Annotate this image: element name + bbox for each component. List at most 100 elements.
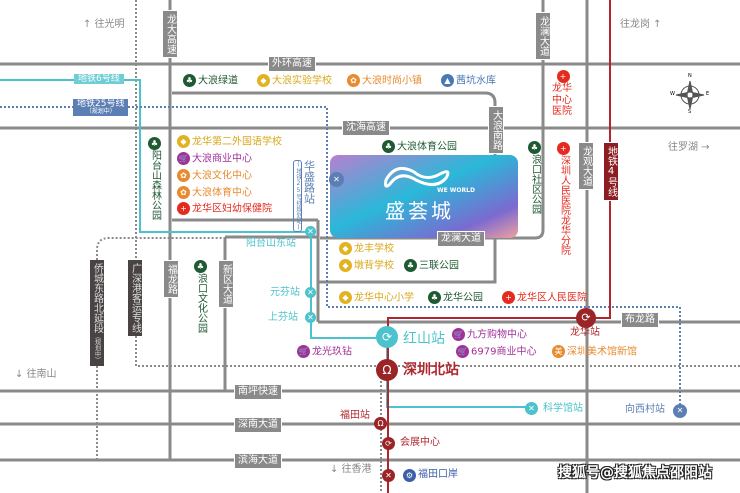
shopping-cart-icon: 🛒 <box>297 345 310 358</box>
poi-xikeng-reservoir[interactable]: ▲茜坑水库 <box>441 74 496 87</box>
poi-dalang-sports-center[interactable]: ✿大浪体育中心 <box>177 186 252 199</box>
poi-dalang-culture-center[interactable]: ✿大浪文化中心 <box>177 169 252 182</box>
project-logo-infinity-icon <box>384 166 450 188</box>
transfer-icon: ⟳ <box>376 326 398 348</box>
road-qiaocheng: 侨城东路北延段（规划中） <box>90 260 104 366</box>
culture-icon: ✿ <box>177 186 190 199</box>
station-huizhan[interactable]: 会展中心 <box>400 437 440 448</box>
transfer-icon: ⟳ <box>382 437 395 450</box>
hospital-icon: + <box>502 291 515 304</box>
road-longlan-vertical: 龙澜大道 <box>535 12 551 60</box>
park-icon: ♣ <box>428 291 441 304</box>
road-fulong: 福龙路 <box>163 260 179 298</box>
station-xiangxicun[interactable]: 向西村站 <box>625 404 665 415</box>
compass-w: W <box>670 91 675 97</box>
shopping-cart-icon: 🛒 <box>452 328 465 341</box>
shopping-cart-icon: 🛒 <box>456 345 469 358</box>
station-futian[interactable]: 福田站 <box>340 410 370 421</box>
road-shenhai: 沈海高速 <box>342 120 390 136</box>
poi-jiufang[interactable]: 🛒九方购物中心 <box>452 328 527 341</box>
poi-longguang[interactable]: 🛒龙光玖钻 <box>297 345 352 358</box>
park-icon: ♣ <box>404 259 417 272</box>
railway-icon: Ω <box>376 359 398 381</box>
road-guangshengang: 广深港客运专线 <box>128 260 142 336</box>
poi-6979[interactable]: 🛒6979商业中心 <box>456 345 537 358</box>
poi-langkou-culture-park[interactable]: ♣浪口文化公园 <box>194 260 207 333</box>
school-icon: ◆ <box>257 74 270 87</box>
road-binhai: 滨海大道 <box>234 453 282 469</box>
direction-nanshan: ↓ 往南山 <box>15 369 57 380</box>
road-longlan-horizontal: 龙澜大道 <box>437 231 485 247</box>
poi-dalang-commercial[interactable]: 🛒大浪商业中心 <box>177 152 252 165</box>
compass-e: E <box>706 91 710 97</box>
metro-icon: ✕ <box>305 287 316 298</box>
road-nanping: 南坪快速 <box>234 384 282 400</box>
reservoir-icon: ▲ <box>441 74 454 87</box>
culture-icon: ✿ <box>347 74 360 87</box>
road-shennan: 深南大道 <box>234 417 282 433</box>
poi-longhua-second-foreign-school[interactable]: ◆龙华第二外国语学校 <box>177 135 282 148</box>
poi-longfeng-school[interactable]: ◆龙丰学校 <box>339 242 394 255</box>
project-name[interactable]: 盛荟城 <box>385 199 454 223</box>
metro-icon: ✕ <box>329 172 344 187</box>
poi-art-museum[interactable]: 美深圳美术馆新馆 <box>552 345 637 358</box>
park-icon: ♣ <box>528 141 541 154</box>
metro-icon: ✕ <box>525 402 538 415</box>
poi-dunbei-school[interactable]: ◆墩背学校 <box>339 259 394 272</box>
poi-dalang-sports-park[interactable]: ♣大浪体育公园 <box>382 140 457 153</box>
poi-longhua-park[interactable]: ♣龙华公园 <box>428 291 483 304</box>
poi-yangtaishan-park[interactable]: ♣阳台山森林公园 <box>148 137 161 220</box>
poi-longhua-primary[interactable]: ◆龙华中心小学 <box>339 291 414 304</box>
compass-s: S <box>688 109 692 115</box>
station-longhua[interactable]: 龙华站 <box>570 327 600 338</box>
road-longda: 龙大高速 <box>162 10 178 58</box>
station-shangfen[interactable]: 上芬站 <box>268 312 298 323</box>
compass-n: N <box>688 73 692 79</box>
direction-hongkong: ↓ 往香港 <box>330 464 372 475</box>
station-hongshan[interactable]: 红山站 <box>403 331 445 347</box>
hospital-icon: + <box>556 70 570 83</box>
station-shenzhen-north[interactable]: 深圳北站 <box>403 362 459 378</box>
school-icon: ◆ <box>339 242 352 255</box>
metro-line6-label: 地铁6号线 <box>74 74 124 85</box>
road-dalangnan: 大浪南路 <box>488 106 504 154</box>
metro-icon: ✕ <box>305 312 316 323</box>
poi-sanlian-park[interactable]: ♣三联公园 <box>404 259 459 272</box>
road-xinqu: 新区大道 <box>218 260 234 308</box>
road-bulong: 布龙路 <box>621 312 659 328</box>
park-icon: ♣ <box>148 137 161 150</box>
road-waihuan: 外环高速 <box>268 56 316 72</box>
metro-icon: ✕ <box>382 469 395 482</box>
station-yuanfen[interactable]: 元芬站 <box>270 287 300 298</box>
poi-langkou-community-park[interactable]: ♣浪口社区公园 <box>528 141 541 214</box>
poi-longhua-central-hospital[interactable]: +龙华中心医院 <box>552 70 572 117</box>
hospital-icon: + <box>557 142 570 155</box>
station-kexueguan[interactable]: 科学馆站 <box>543 403 583 414</box>
poi-longhua-hospital[interactable]: +龙华区人民医院 <box>502 291 587 304</box>
poi-dalang-fashion-town[interactable]: ✿大浪时尚小镇 <box>347 74 422 87</box>
park-icon: ♣ <box>183 74 196 87</box>
school-icon: ◆ <box>339 259 352 272</box>
poi-maternal-hospital[interactable]: +龙华区妇幼保健院 <box>177 202 272 215</box>
transfer-icon: ⟳ <box>576 308 596 328</box>
school-icon: ◆ <box>177 135 190 148</box>
station-huasheng[interactable]: (地铁25号线规划站) 华盛路站 <box>293 160 316 232</box>
metro-line4-label: 地铁4号线 <box>603 142 619 201</box>
culture-icon: ✿ <box>177 169 190 182</box>
port-icon: ⚙ <box>403 469 416 482</box>
school-icon: ◆ <box>339 291 352 304</box>
direction-luohu: 往罗湖 → <box>668 142 710 153</box>
direction-guangming: ↑ 往光明 <box>83 19 125 30</box>
direction-longgang: 往龙岗 ↑ <box>620 19 662 30</box>
station-yangtaishan-east[interactable]: 阳台山东站 <box>246 238 296 249</box>
railway-icon: Ω <box>374 417 387 430</box>
station-futian-port[interactable]: 福田口岸 <box>418 469 458 480</box>
poi-dalang-greenway[interactable]: ♣大浪绿道 <box>183 74 238 87</box>
art-museum-icon: 美 <box>552 345 565 358</box>
poi-shenzhen-people-hospital[interactable]: +深圳人民医院龙华分院 <box>557 142 570 255</box>
project-brand: WE WORLD <box>437 187 475 194</box>
poi-dalang-school[interactable]: ◆大浪实验学校 <box>257 74 332 87</box>
park-icon: ♣ <box>194 260 207 273</box>
metro-icon: ✕ <box>305 226 316 237</box>
shopping-cart-icon: 🛒 <box>177 152 190 165</box>
